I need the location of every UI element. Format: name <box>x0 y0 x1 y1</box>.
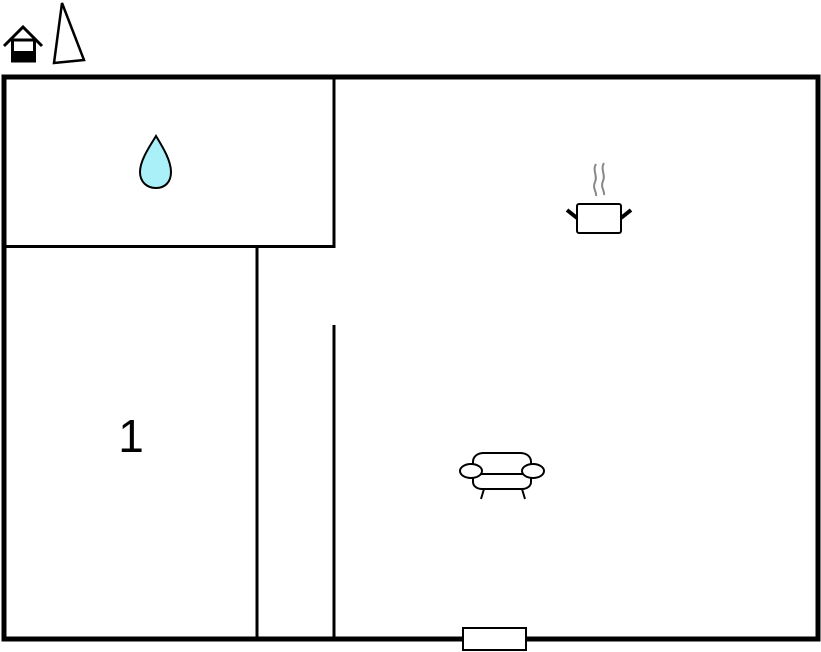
house-icon <box>2 24 44 63</box>
bedroom-number-label: 1 <box>118 410 144 462</box>
door-icon[interactable] <box>462 627 527 651</box>
water-drop-icon <box>138 134 173 190</box>
north-arrow-icon <box>52 2 86 65</box>
cooking-pot-icon <box>565 162 633 234</box>
armchair-icon <box>459 452 545 500</box>
bathroom-walls <box>4 77 336 248</box>
outer-wall <box>1 74 821 642</box>
